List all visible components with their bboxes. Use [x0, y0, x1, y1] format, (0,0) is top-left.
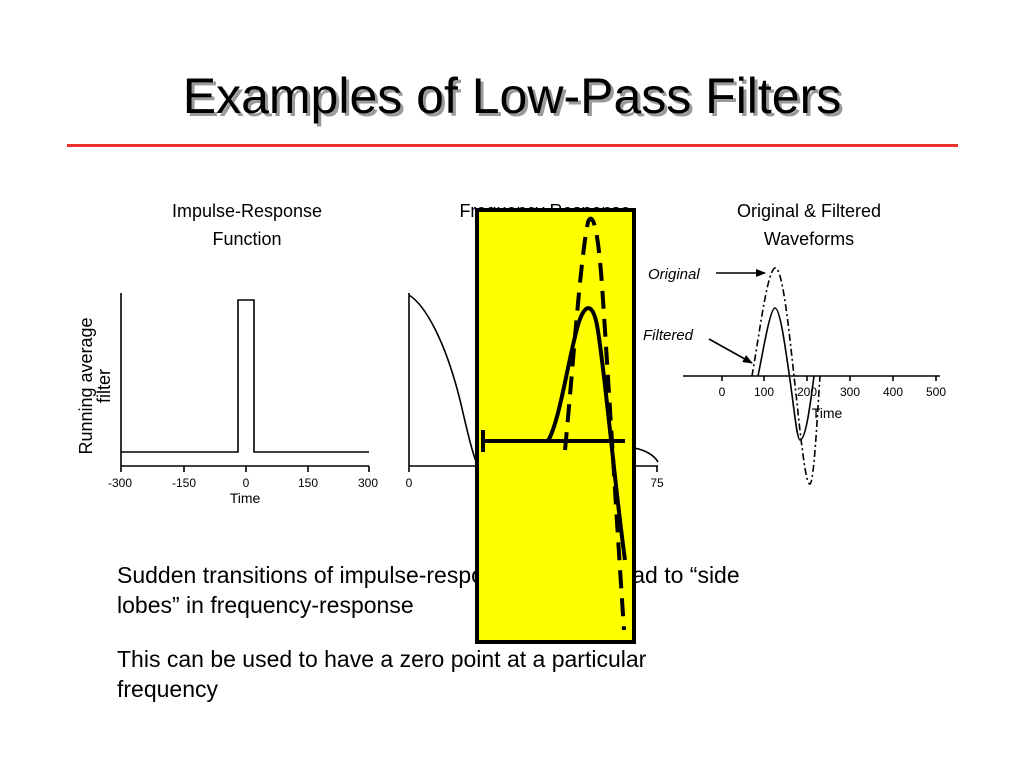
waveform-x-label: Time [812, 405, 843, 421]
slide-title: Examples of Low-Pass Filters [182, 68, 842, 124]
title-rule [67, 144, 958, 147]
waveform-tick-label: 500 [926, 385, 946, 399]
impulse-caption-line1: Impulse-Response [171, 201, 323, 221]
impulse-x-label: Time [230, 490, 261, 506]
impulse-y-label-line1: Running average [76, 317, 96, 454]
frequency-side-lobe [633, 447, 659, 463]
frequency-response-plot [408, 293, 659, 472]
body-paragraph-1: Sudden transitions of impulse-response f… [117, 560, 917, 620]
filtered-waveform [757, 307, 815, 441]
filtered-arrow [708, 338, 753, 364]
frequency-response-curve [408, 294, 478, 465]
waveform-caption-line1: Original & Filtered [736, 201, 882, 221]
body-paragraph-2: This can be used to have a zero point at… [117, 644, 917, 704]
waveform-panel-caption: Original & Filtered Waveforms [699, 197, 919, 253]
impulse-tick-marks [120, 466, 370, 472]
body-paragraph-1-line1: Sudden transitions of impulse-response f… [117, 562, 740, 588]
waveform-tick-label: 300 [840, 385, 860, 399]
waveform-tick-label: 400 [883, 385, 903, 399]
waveform-tick-label: 200 [797, 385, 817, 399]
impulse-tick-label: -150 [172, 476, 196, 490]
original-label: Original [648, 266, 700, 283]
impulse-caption-line2: Function [212, 229, 282, 249]
frequency-tick-label: 0 [406, 476, 413, 490]
waveform-tick-label: 0 [719, 385, 726, 399]
filtered-label: Filtered [643, 327, 694, 344]
impulse-response-curve [121, 299, 369, 453]
body-paragraph-2-line2: frequency [117, 676, 219, 702]
impulse-y-label-line2: filter [94, 369, 114, 403]
impulse-tick-label: 0 [243, 476, 250, 490]
waveform-plot [683, 267, 940, 485]
body-paragraph-2-line1: This can be used to have a zero point at… [117, 646, 647, 672]
waveform-tick-label: 100 [754, 385, 774, 399]
impulse-panel-caption: Impulse-Response Function [137, 197, 357, 253]
original-waveform [751, 267, 821, 485]
waveform-tick-marks [721, 376, 937, 381]
impulse-response-plot [120, 293, 370, 472]
waveform-caption-line2: Waveforms [763, 229, 855, 249]
impulse-tick-label: 300 [358, 476, 378, 490]
frequency-tick-label: 75 [650, 476, 664, 490]
impulse-tick-label: -300 [108, 476, 132, 490]
body-paragraph-1-line2: lobes” in frequency-response [117, 592, 414, 618]
impulse-tick-label: 150 [298, 476, 318, 490]
